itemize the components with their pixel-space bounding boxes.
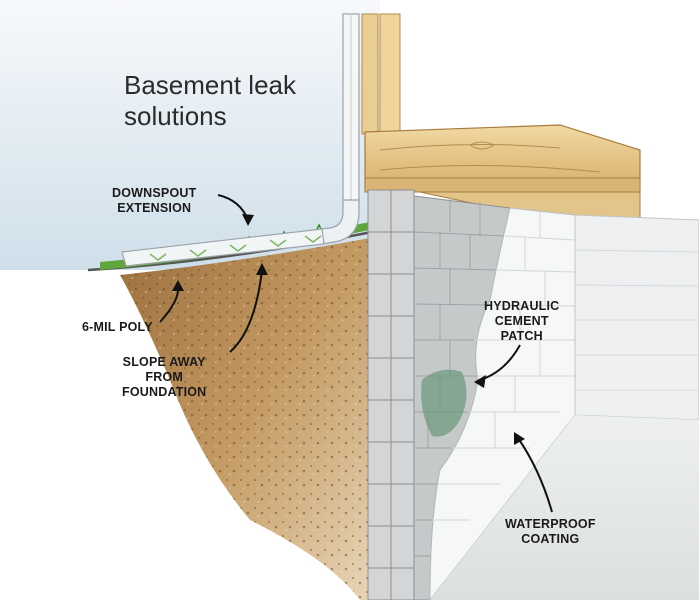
hydraulic-cement-patch (421, 369, 467, 437)
callout-downspout-extension: DOWNSPOUT EXTENSION (112, 186, 196, 216)
side-wall (574, 214, 699, 421)
wall-stud-left (361, 13, 379, 135)
callout-6-mil-poly: 6-MIL POLY (82, 320, 153, 335)
callout-downspout-line-2: EXTENSION (117, 201, 192, 215)
callout-hydraulic-line-2: CEMENT (494, 314, 549, 328)
side-wall-joints (574, 249, 699, 391)
basement-floor (430, 415, 699, 600)
callout-waterproof-line-1: WATERPROOF (505, 517, 596, 531)
title-line-2: solutions (124, 101, 227, 131)
foundation-block-joints (368, 190, 414, 600)
title-line-1: Basement leak (124, 70, 296, 100)
sky-background (0, 0, 380, 270)
callout-hydraulic-line-1: HYDRAULIC (484, 299, 560, 313)
downspout-extension (121, 228, 325, 267)
callout-hydraulic-line-3: PATCH (500, 329, 543, 343)
extension-pattern (149, 235, 322, 261)
callout-poly-line-1: 6-MIL POLY (82, 320, 153, 334)
callout-slope-line-3: FOUNDATION (122, 385, 207, 399)
soil-texture (120, 238, 372, 600)
callout-slope-line-1: SLOPE AWAY (122, 355, 206, 369)
callout-arrowheads (172, 214, 525, 445)
diagram-title: Basement leak solutions (124, 70, 296, 132)
callout-slope-line-2: FROM (145, 370, 183, 384)
callout-hydraulic-cement-patch: HYDRAULIC CEMENT PATCH (484, 299, 559, 344)
callout-waterproof-coating: WATERPROOF COATING (505, 517, 596, 547)
wall-stud-right (379, 13, 401, 135)
joist-grain (379, 141, 601, 173)
callout-slope-away: SLOPE AWAY FROM FOUNDATION (122, 355, 206, 400)
callout-downspout-line-1: DOWNSPOUT (112, 186, 197, 200)
callout-waterproof-line-2: COATING (521, 532, 580, 546)
coated-block-joints (432, 212, 576, 521)
